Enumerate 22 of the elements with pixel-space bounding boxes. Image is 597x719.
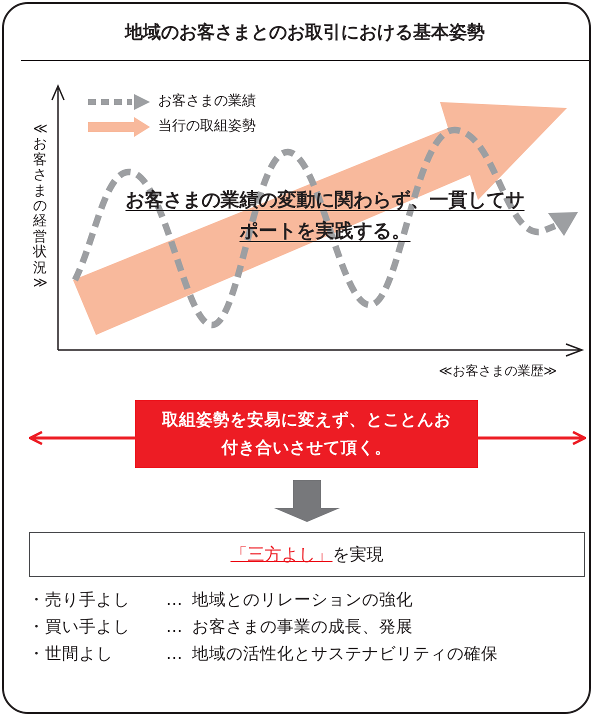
ellipsis: … [166, 589, 184, 611]
arrow [28, 430, 135, 446]
title: 地域のお客さまとのお取引における基本姿勢 [124, 21, 486, 44]
list-item-label: ・買い手よし [28, 616, 131, 638]
highlight-text: 「三方よし」 [230, 544, 332, 566]
arrow [478, 430, 586, 446]
ellipsis: … [166, 616, 184, 638]
axis-label: ≪お客さまの経営状況≫ [33, 122, 47, 292]
ellipsis: … [166, 643, 184, 665]
list-item-label: ・世間よし [28, 643, 114, 665]
list-item-label: ・売り手よし [28, 589, 131, 611]
list-item-text: お客さまの事業の成長、発展 [192, 616, 414, 638]
legend-label: お客さまの業績 [158, 92, 256, 110]
list-item-text: 地域とのリレーションの強化 [192, 589, 414, 611]
headline: お客さまの業績の変動に関わらず、一貫してサポートを実践する。 [124, 188, 526, 244]
legend-label: 当行の取組姿勢 [158, 117, 256, 135]
axis-label: ≪お客さまの業歴≫ [438, 363, 557, 380]
message-box: 取組姿勢を安易に変えず、とことんお付き合いさせて頂く。 [135, 400, 478, 468]
list-item-text: 地域の活性化とサステナビリティの確保 [192, 643, 499, 665]
result-box [29, 532, 585, 577]
block-arrow [274, 480, 340, 522]
text: を実現 [332, 544, 384, 566]
